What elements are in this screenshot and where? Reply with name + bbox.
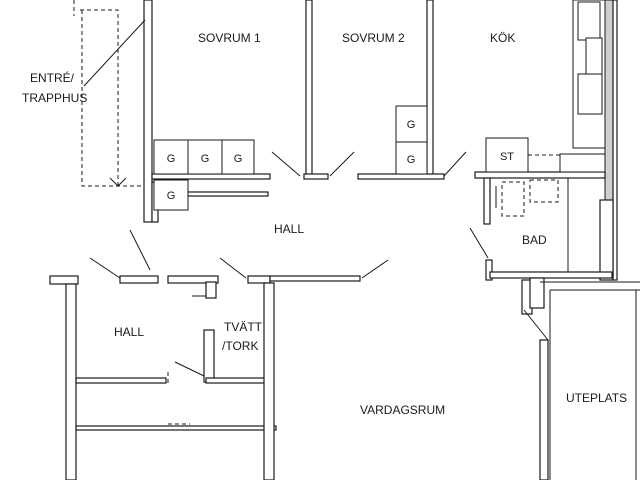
storage-label: ST <box>500 151 514 163</box>
room-label-bad: BAD <box>522 233 547 247</box>
wardrobe-box <box>395 105 428 143</box>
wardrobe-label: G <box>234 153 243 165</box>
walls <box>49 0 640 480</box>
room-label-uteplats: UTEPLATS <box>566 391 627 405</box>
room-label-hall-lower: HALL <box>114 325 144 339</box>
entry-stair-outline <box>73 0 146 187</box>
wardrobe-box <box>153 179 189 211</box>
room-label-entre: ENTRÉ/ <box>30 70 75 85</box>
door-swings <box>89 151 549 425</box>
wardrobe-label: G <box>407 154 416 166</box>
room-label-sovrum-2: SOVRUM 2 <box>342 31 405 45</box>
room-label-hall-upper: HALL <box>274 222 304 236</box>
room-label-trapphus: TRAPPHUS <box>22 91 87 105</box>
kitchen-counter <box>559 0 606 173</box>
wardrobe-box <box>221 139 255 175</box>
storage-and-fixtures: ST <box>485 137 561 217</box>
wardrobe-box <box>395 141 428 175</box>
wardrobes: G G G G G G <box>153 105 428 211</box>
room-label-vardagsrum: VARDAGSRUM <box>360 403 445 417</box>
room-label-kok: KÖK <box>490 31 515 45</box>
wardrobe-label: G <box>407 119 416 131</box>
room-label-tvatt: TVÄTT <box>224 320 263 334</box>
room-label-sovrum-1: SOVRUM 1 <box>198 31 261 45</box>
wardrobe-label: G <box>167 153 176 165</box>
wardrobe-label: G <box>201 153 210 165</box>
room-labels: SOVRUM 1 SOVRUM 2 KÖK ENTRÉ/ TRAPPHUS HA… <box>22 31 627 417</box>
room-label-tork: /TORK <box>222 339 258 353</box>
wardrobe-label: G <box>167 190 176 202</box>
